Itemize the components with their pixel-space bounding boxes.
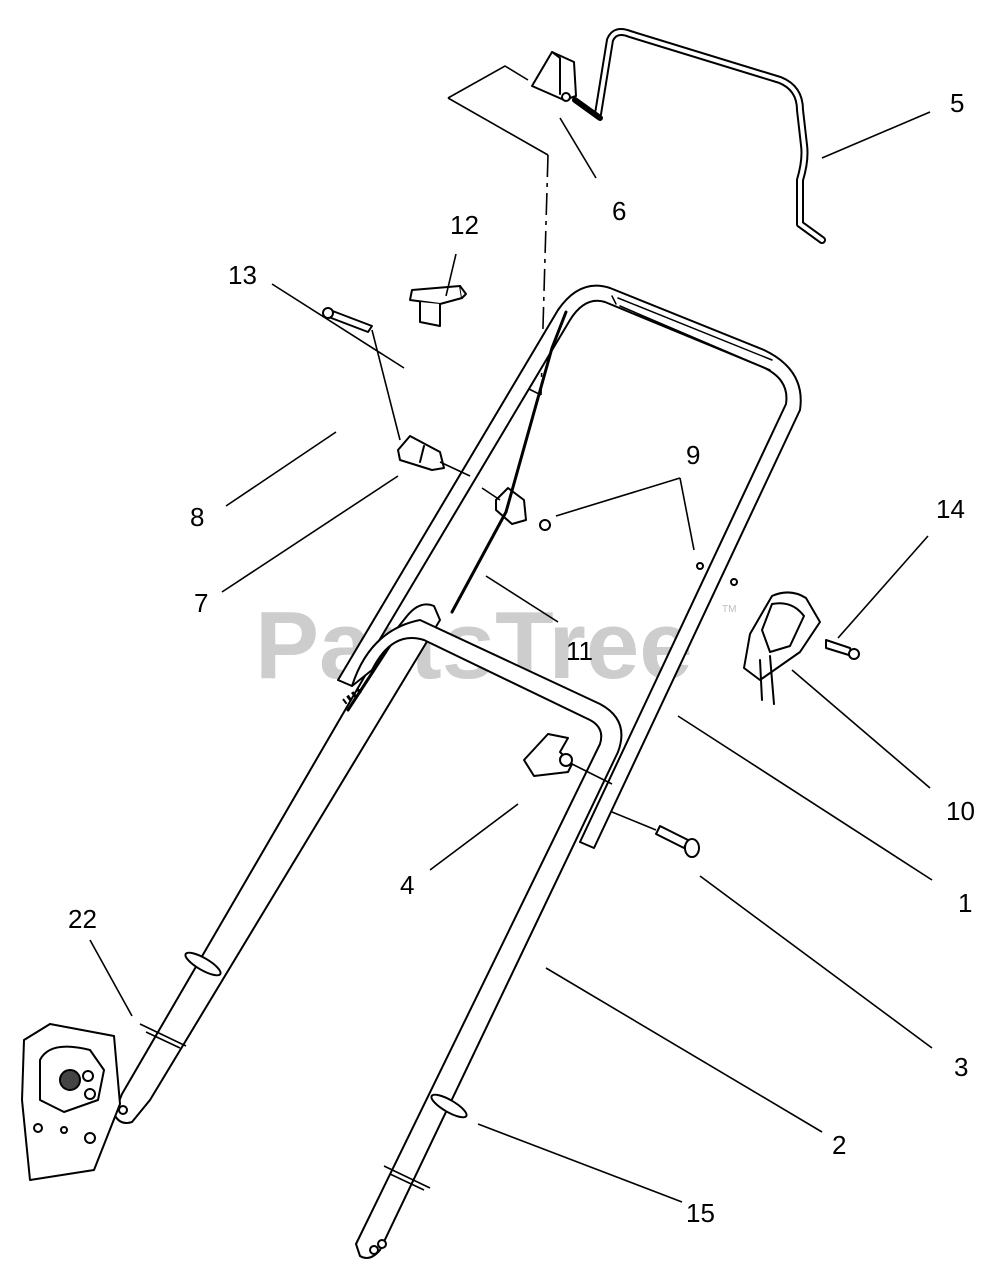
watermark-tm: TM [722, 604, 736, 615]
leader-lines [89, 111, 933, 1203]
callout-13: 13 [228, 260, 257, 290]
assembly-line-6 [447, 65, 529, 99]
callout-8: 8 [190, 502, 204, 532]
callout-2: 2 [832, 1130, 846, 1160]
assembly-line-6b [447, 97, 549, 156]
callout-5: 5 [950, 88, 964, 118]
part-14-screw [825, 639, 860, 660]
callout-4: 4 [400, 870, 414, 900]
callout-11: 11 [566, 636, 593, 666]
callout-3: 3 [954, 1052, 968, 1082]
part-1-upper-handle [337, 284, 802, 849]
part-2-lower-handle-right [351, 619, 623, 1259]
callout-6: 6 [612, 196, 626, 226]
callout-9: 9 [686, 440, 700, 470]
callout-7: 7 [194, 588, 208, 618]
part-12-13-knob [409, 285, 467, 327]
callout-14: 14 [936, 494, 965, 524]
tube-break-marks [139, 1023, 431, 1191]
callout-10: 10 [946, 796, 975, 826]
part-8-bolt [322, 307, 401, 441]
part-5-bail [572, 28, 826, 244]
callout-1: 1 [958, 888, 972, 918]
callout-labels: 5 6 12 13 9 14 8 7 11 10 4 1 22 3 2 15 [68, 88, 975, 1228]
part-10-control [730, 578, 821, 705]
part-4-knob [523, 733, 613, 785]
callout-15: 15 [686, 1198, 715, 1228]
part-9-guide [481, 487, 704, 570]
callout-22: 22 [68, 904, 97, 934]
callout-12: 12 [450, 210, 479, 240]
part-7-fitting [397, 435, 471, 477]
part-15-clips [184, 951, 468, 1119]
part-22-bracket-plate [21, 1023, 121, 1181]
part-6-bracket [531, 51, 577, 102]
part-11-cable [450, 310, 568, 614]
part-3-bolt [611, 811, 700, 858]
